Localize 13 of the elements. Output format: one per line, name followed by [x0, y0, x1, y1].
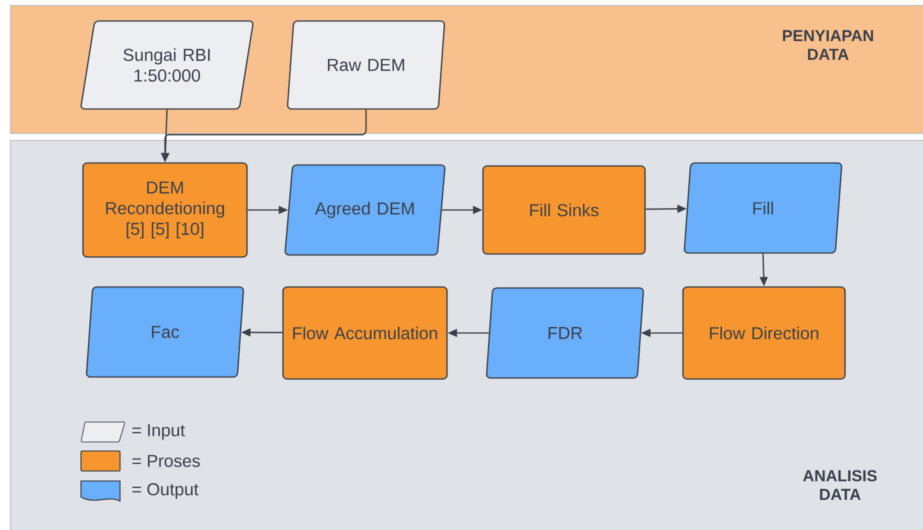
output-parallelogram: Fac — [86, 286, 244, 378]
process-box: DEM Recondetioning [5] [5] [10] — [82, 162, 248, 258]
output-parallelogram: FDR — [486, 287, 644, 379]
legend-label: = Proses — [132, 454, 200, 468]
process-box: Flow Accumulation — [282, 286, 448, 380]
input-parallelogram: Raw DEM — [286, 20, 446, 110]
input-parallelogram: Sungai RBI 1:50:000 — [80, 20, 254, 110]
process-box: Fill Sinks — [482, 165, 646, 255]
legend-label: = Input — [132, 424, 185, 440]
legend-label: = Output — [132, 483, 198, 499]
output-parallelogram: Fill — [684, 162, 842, 254]
output-parallelogram: Agreed DEM — [284, 164, 446, 256]
process-box: Flow Direction — [682, 286, 846, 380]
